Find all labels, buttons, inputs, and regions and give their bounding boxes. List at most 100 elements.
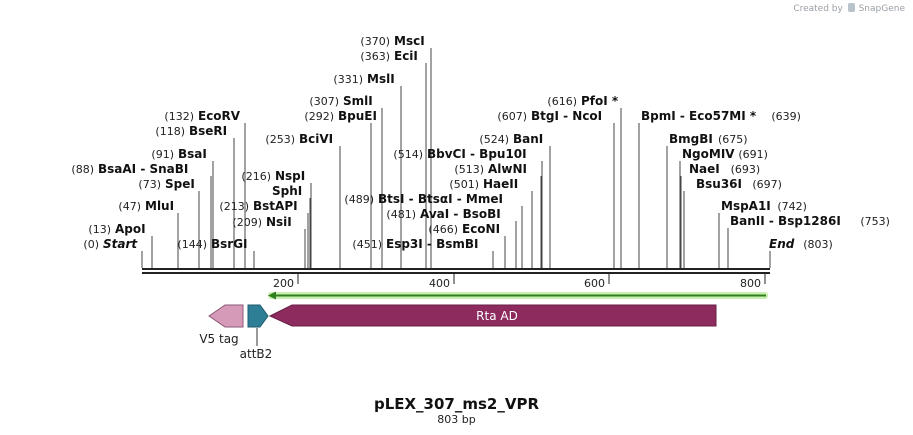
enzyme-name-msli: MslI xyxy=(367,72,395,86)
enzyme-labels: (0)Start(13)ApoI (47)MluI (73)SpeI(88)BsaA… xyxy=(71,34,890,251)
enzyme-name-bani: BanI xyxy=(513,132,543,146)
enzyme-site-haeii[interactable]: (501)HaeII xyxy=(449,177,518,191)
enzyme-name-banii-bsp1286i: BanII - Bsp1286I xyxy=(730,214,841,228)
enzyme-name-msci: MscI xyxy=(394,34,425,48)
enzyme-name-end: End xyxy=(769,237,795,251)
enzyme-position-nspi: (216) xyxy=(241,170,271,183)
tick-label-600: 600 xyxy=(584,277,605,290)
enzyme-name-esp3i-bsmbi: Esp3I - BsmBI xyxy=(386,237,478,251)
enzyme-name-bsaai-snabi: BsaAI - SnaBI xyxy=(98,162,188,176)
enzyme-name-spei: SpeI xyxy=(165,177,195,191)
enzyme-site-bsu36i[interactable]: (697) Bsu36I xyxy=(696,177,782,191)
enzyme-site-smli[interactable]: (307)SmlI xyxy=(309,94,372,108)
enzyme-position-naei: (693) xyxy=(731,163,761,176)
enzyme-position-bsai: (91) xyxy=(151,148,174,161)
enzyme-position-alwni: (513) xyxy=(454,163,484,176)
enzyme-position-apoi: (13) xyxy=(88,223,111,236)
ruler: 200 400 600 800 xyxy=(273,274,766,290)
enzyme-site-nsii[interactable]: (209) NsiI xyxy=(232,215,291,229)
primer-arrow[interactable] xyxy=(268,291,768,300)
feature-label-v5-tag: V5 tag xyxy=(199,332,238,346)
enzyme-site-bsaai-snabi[interactable]: (88)BsaAI - SnaBI xyxy=(71,162,188,176)
enzyme-site-mspa1i[interactable]: (742)MspA1I xyxy=(721,199,807,213)
enzyme-site-ngomiv[interactable]: (691)NgoMIV xyxy=(682,147,768,161)
feature-v5-tag[interactable] xyxy=(208,304,244,328)
enzyme-position-bpuei: (292) xyxy=(304,110,334,123)
enzyme-site-btsi-bts-i-mmei[interactable]: (489) BtsI - BtsαI - MmeI xyxy=(344,192,503,206)
enzyme-site-bbvci-bpu10i[interactable]: (514) BbvCI - Bpu10I xyxy=(393,147,526,161)
enzyme-site-spei[interactable]: (73)SpeI xyxy=(138,177,194,191)
enzyme-name-bseri: BseRI xyxy=(189,124,227,138)
enzyme-position-bstapi: (213) xyxy=(219,200,249,213)
enzyme-name-naei: NaeI xyxy=(689,162,720,176)
enzyme-name-bsu36i: Bsu36I xyxy=(696,177,742,191)
plasmid-name: pLEX_307_ms2_VPR xyxy=(373,395,540,413)
feature-label-rta-ad: Rta AD xyxy=(476,309,518,323)
enzyme-site-msci[interactable]: (370)MscI xyxy=(360,34,424,48)
enzyme-site-bsai[interactable]: (91) BsaI xyxy=(151,147,206,161)
enzyme-site-ecorv[interactable]: (132)EcoRV xyxy=(164,109,240,123)
enzyme-site-bcivi[interactable]: (253)BciVI xyxy=(265,132,333,146)
enzyme-site-end[interactable]: (803)End xyxy=(769,237,833,251)
enzyme-site-ecii[interactable]: (363)EciI xyxy=(360,49,417,63)
enzyme-site-msli[interactable]: (331) MslI xyxy=(333,72,394,86)
enzyme-name-nsii: NsiI xyxy=(266,215,292,229)
enzyme-position-btsi-bts-i-mmei: (489) xyxy=(344,193,374,206)
enzyme-position-smli: (307) xyxy=(309,95,339,108)
enzyme-site-bani[interactable]: (524) BanI xyxy=(479,132,543,146)
enzyme-position-nsii: (209) xyxy=(232,216,262,229)
enzyme-name-alwni: AlwNI xyxy=(488,162,527,176)
enzyme-site-mlui[interactable]: (47)MluI xyxy=(118,199,174,213)
enzyme-site-bmgbi[interactable]: (675)BmgBI xyxy=(669,132,748,146)
enzyme-site-nspi[interactable]: (216)NspI xyxy=(241,169,305,183)
plasmid-length: 803 bp xyxy=(437,413,476,426)
enzyme-site-avai-bsobi[interactable]: (481)AvaI - BsoBI xyxy=(386,207,500,221)
enzyme-name-bcivi: BciVI xyxy=(299,132,333,146)
enzyme-site-bsrgi[interactable]: (144) BsrGI xyxy=(177,237,247,251)
enzyme-site-alwni[interactable]: (513) AlwNI xyxy=(454,162,527,176)
enzyme-site-apoi[interactable]: (13)ApoI xyxy=(88,222,145,236)
sequence-backbone xyxy=(142,268,770,274)
enzyme-name-bstapi: BstAPI xyxy=(253,199,298,213)
feature-label-attb2: attB2 xyxy=(240,347,273,361)
enzyme-site-banii-bsp1286i[interactable]: (753) BanII - Bsp1286I xyxy=(730,214,890,228)
enzyme-site-pfoi[interactable]: (616)PfoI * xyxy=(547,94,618,108)
enzyme-position-msli: (331) xyxy=(333,73,363,86)
enzyme-position-banii-bsp1286i: (753) xyxy=(860,215,890,228)
snapgene-credit: Created by SnapGene xyxy=(793,3,905,14)
enzyme-name-sphi: SphI xyxy=(272,184,302,198)
enzyme-site-econi[interactable]: (466)EcoNI xyxy=(428,222,500,236)
enzyme-name-bsai: BsaI xyxy=(178,147,207,161)
credit-text: Created by xyxy=(793,4,843,14)
enzyme-position-bbvci-bpu10i: (514) xyxy=(393,148,423,161)
enzyme-site-sphi[interactable]: SphI xyxy=(272,184,302,198)
enzyme-name-bbvci-bpu10i: BbvCI - Bpu10I xyxy=(427,147,527,161)
tick-label-200: 200 xyxy=(273,277,294,290)
enzyme-site-bstapi[interactable]: (213) BstAPI xyxy=(219,199,297,213)
enzyme-position-esp3i-bsmbi: (451) xyxy=(352,238,382,251)
enzyme-name-btsi-bts-i-mmei: BtsI - BtsαI - MmeI xyxy=(378,192,503,206)
enzyme-site-start[interactable]: (0)Start xyxy=(83,237,138,251)
enzyme-site-bpmi-eco57mi[interactable]: (639)BpmI - Eco57MI * xyxy=(641,109,801,123)
feature-rta-ad[interactable]: Rta AD xyxy=(268,304,717,327)
enzyme-site-naei[interactable]: (693) NaeI xyxy=(689,162,760,176)
enzyme-position-avai-bsobi: (481) xyxy=(386,208,416,221)
enzyme-site-esp3i-bsmbi[interactable]: (451) Esp3I - BsmBI xyxy=(352,237,478,251)
enzyme-position-ecii: (363) xyxy=(360,50,390,63)
enzyme-name-haeii: HaeII xyxy=(483,177,518,191)
enzyme-site-bpuei[interactable]: (292)BpuEI xyxy=(304,109,377,123)
enzyme-position-btgi-ncoi: (607) xyxy=(497,110,527,123)
enzyme-position-start: (0) xyxy=(83,238,99,251)
enzyme-name-mspa1i: MspA1I xyxy=(721,199,771,213)
tick-label-800: 800 xyxy=(740,277,761,290)
enzyme-position-bsrgi: (144) xyxy=(177,238,207,251)
enzyme-name-btgi-ncoi: BtgI - NcoI xyxy=(531,109,602,123)
enzyme-position-bani: (524) xyxy=(479,133,509,146)
enzyme-position-bsu36i: (697) xyxy=(752,178,782,191)
enzyme-name-ngomiv: NgoMIV xyxy=(682,147,735,161)
enzyme-site-bseri[interactable]: (118)BseRI xyxy=(155,124,227,138)
feature-attb2[interactable] xyxy=(247,304,269,328)
enzyme-site-btgi-ncoi[interactable]: (607) BtgI - NcoI xyxy=(497,109,602,123)
enzyme-name-bsrgi: BsrGI xyxy=(211,237,248,251)
